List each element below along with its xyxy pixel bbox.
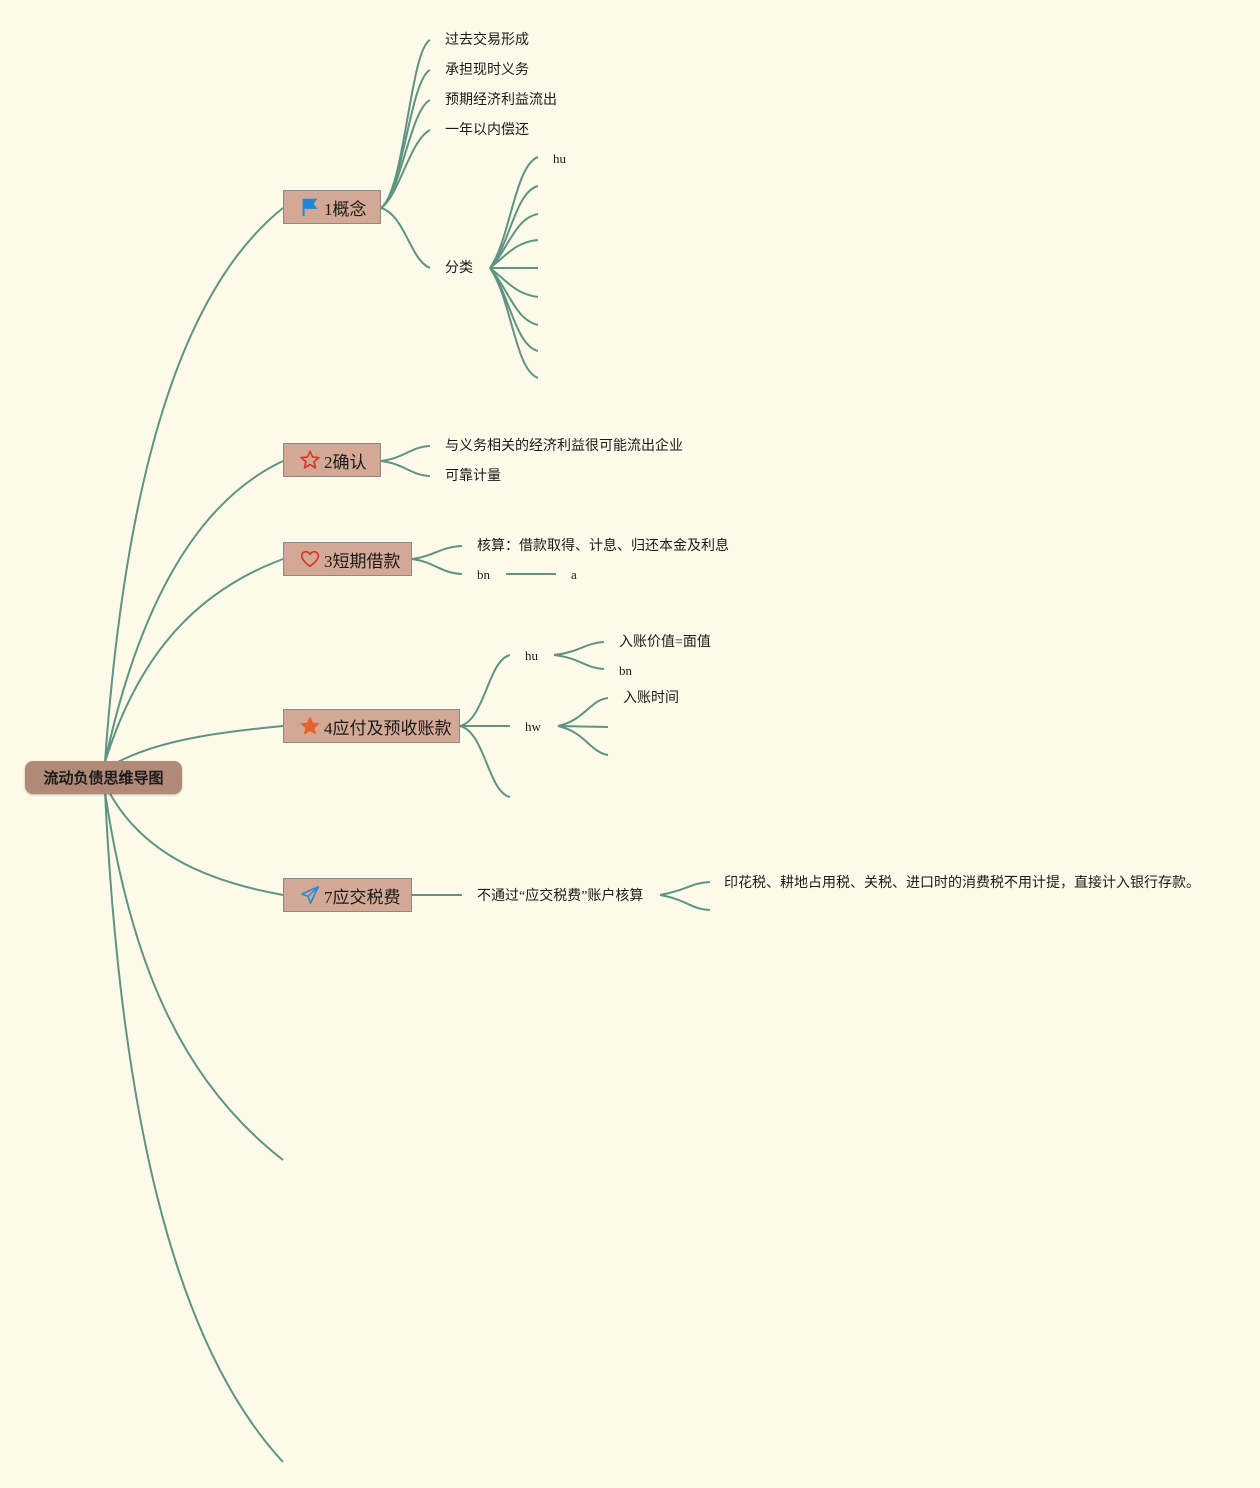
edge-confirm-2 (380, 460, 431, 477)
edge-concept-5 (380, 207, 431, 269)
edge-payable-hu (459, 654, 511, 727)
branch-payables[interactable]: 4应付及预收账款 (283, 709, 460, 743)
edge-tax-3 (659, 894, 711, 911)
edge-root-empty-2 (104, 791, 284, 1463)
edge-class-9 (489, 267, 539, 379)
edge-hu-1 (553, 641, 605, 656)
concept-classification[interactable]: 分类 (445, 261, 473, 276)
bn-item-a[interactable]: a (571, 567, 577, 582)
payables-item-hw[interactable]: hw (525, 719, 541, 734)
hw-item-entry-time[interactable]: 入账时间 (623, 691, 679, 706)
concept-item-2[interactable]: 承担现时义务 (445, 63, 529, 78)
edge-hw-2 (557, 725, 609, 728)
edge-hw-1 (557, 697, 609, 727)
branch-concept[interactable]: 1概念 (283, 190, 381, 224)
root-topic-label: 流动负债思维导图 (43, 769, 164, 787)
edge-concept-3 (380, 99, 431, 209)
shortloan-item-accounting[interactable]: 核算：借款取得、计息、归还本金及利息 (477, 539, 729, 554)
confirm-item-1[interactable]: 与义务相关的经济利益很可能流出企业 (445, 439, 683, 454)
edge-class-4 (489, 239, 539, 269)
root-topic[interactable]: 流动负债思维导图 (25, 761, 182, 794)
classification-item-hu[interactable]: hu (553, 151, 566, 166)
edge-class-3 (489, 213, 539, 269)
edge-shortloan-1 (411, 545, 463, 560)
edge-root-payable (117, 725, 284, 763)
edge-hu-2 (553, 654, 605, 670)
hu-item-bn[interactable]: bn (619, 663, 632, 678)
branch-taxes-payable[interactable]: 7应交税费 (283, 878, 412, 912)
payables-item-hu[interactable]: hu (525, 648, 538, 663)
edge-confirm-1 (380, 445, 431, 462)
branch-confirm-label: 2确认 (324, 452, 367, 472)
branch-taxes-payable-label: 7应交税费 (324, 887, 401, 907)
edge-tax-2 (659, 881, 711, 896)
edge-root-empty-1 (104, 791, 284, 1161)
edge-concept-4 (380, 129, 431, 209)
edge-root-tax (107, 789, 284, 896)
edge-concept-2 (380, 69, 431, 209)
concept-item-1[interactable]: 过去交易形成 (445, 33, 529, 48)
branch-confirm[interactable]: 2确认 (283, 443, 381, 477)
edge-shortloan-2 (411, 558, 463, 575)
concept-item-4[interactable]: 一年以内偿还 (445, 123, 529, 138)
send-icon (298, 883, 322, 907)
tax-item-detail[interactable]: 印花税、耕地占用税、关税、进口时的消费税不用计提，直接计入银行存款。 (724, 876, 1200, 891)
edge-root-concept (104, 207, 284, 763)
hu-item-book-value[interactable]: 入账价值=面值 (619, 635, 711, 650)
branch-short-term-loan[interactable]: 3短期借款 (283, 542, 412, 576)
confirm-item-2[interactable]: 可靠计量 (445, 469, 501, 484)
star-outline-icon (298, 448, 322, 472)
branch-short-term-loan-label: 3短期借款 (324, 551, 401, 571)
edge-root-confirm (104, 460, 284, 763)
concept-item-3[interactable]: 预期经济利益流出 (445, 93, 557, 108)
shortloan-item-bn[interactable]: bn (477, 567, 490, 582)
edge-concept-1 (380, 39, 431, 209)
edge-root-shortloan (104, 558, 284, 763)
edge-class-6 (489, 267, 539, 298)
edge-class-1 (489, 156, 539, 269)
tax-item-not-through-account[interactable]: 不通过“应交税费”账户核算 (477, 889, 644, 904)
heart-icon (298, 547, 322, 571)
star-filled-icon (298, 714, 322, 738)
branch-concept-label: 1概念 (324, 199, 367, 219)
edge-payable-empty (459, 725, 511, 798)
edge-hw-3 (557, 725, 609, 756)
flag-icon (298, 195, 322, 219)
branch-payables-label: 4应付及预收账款 (324, 718, 452, 738)
